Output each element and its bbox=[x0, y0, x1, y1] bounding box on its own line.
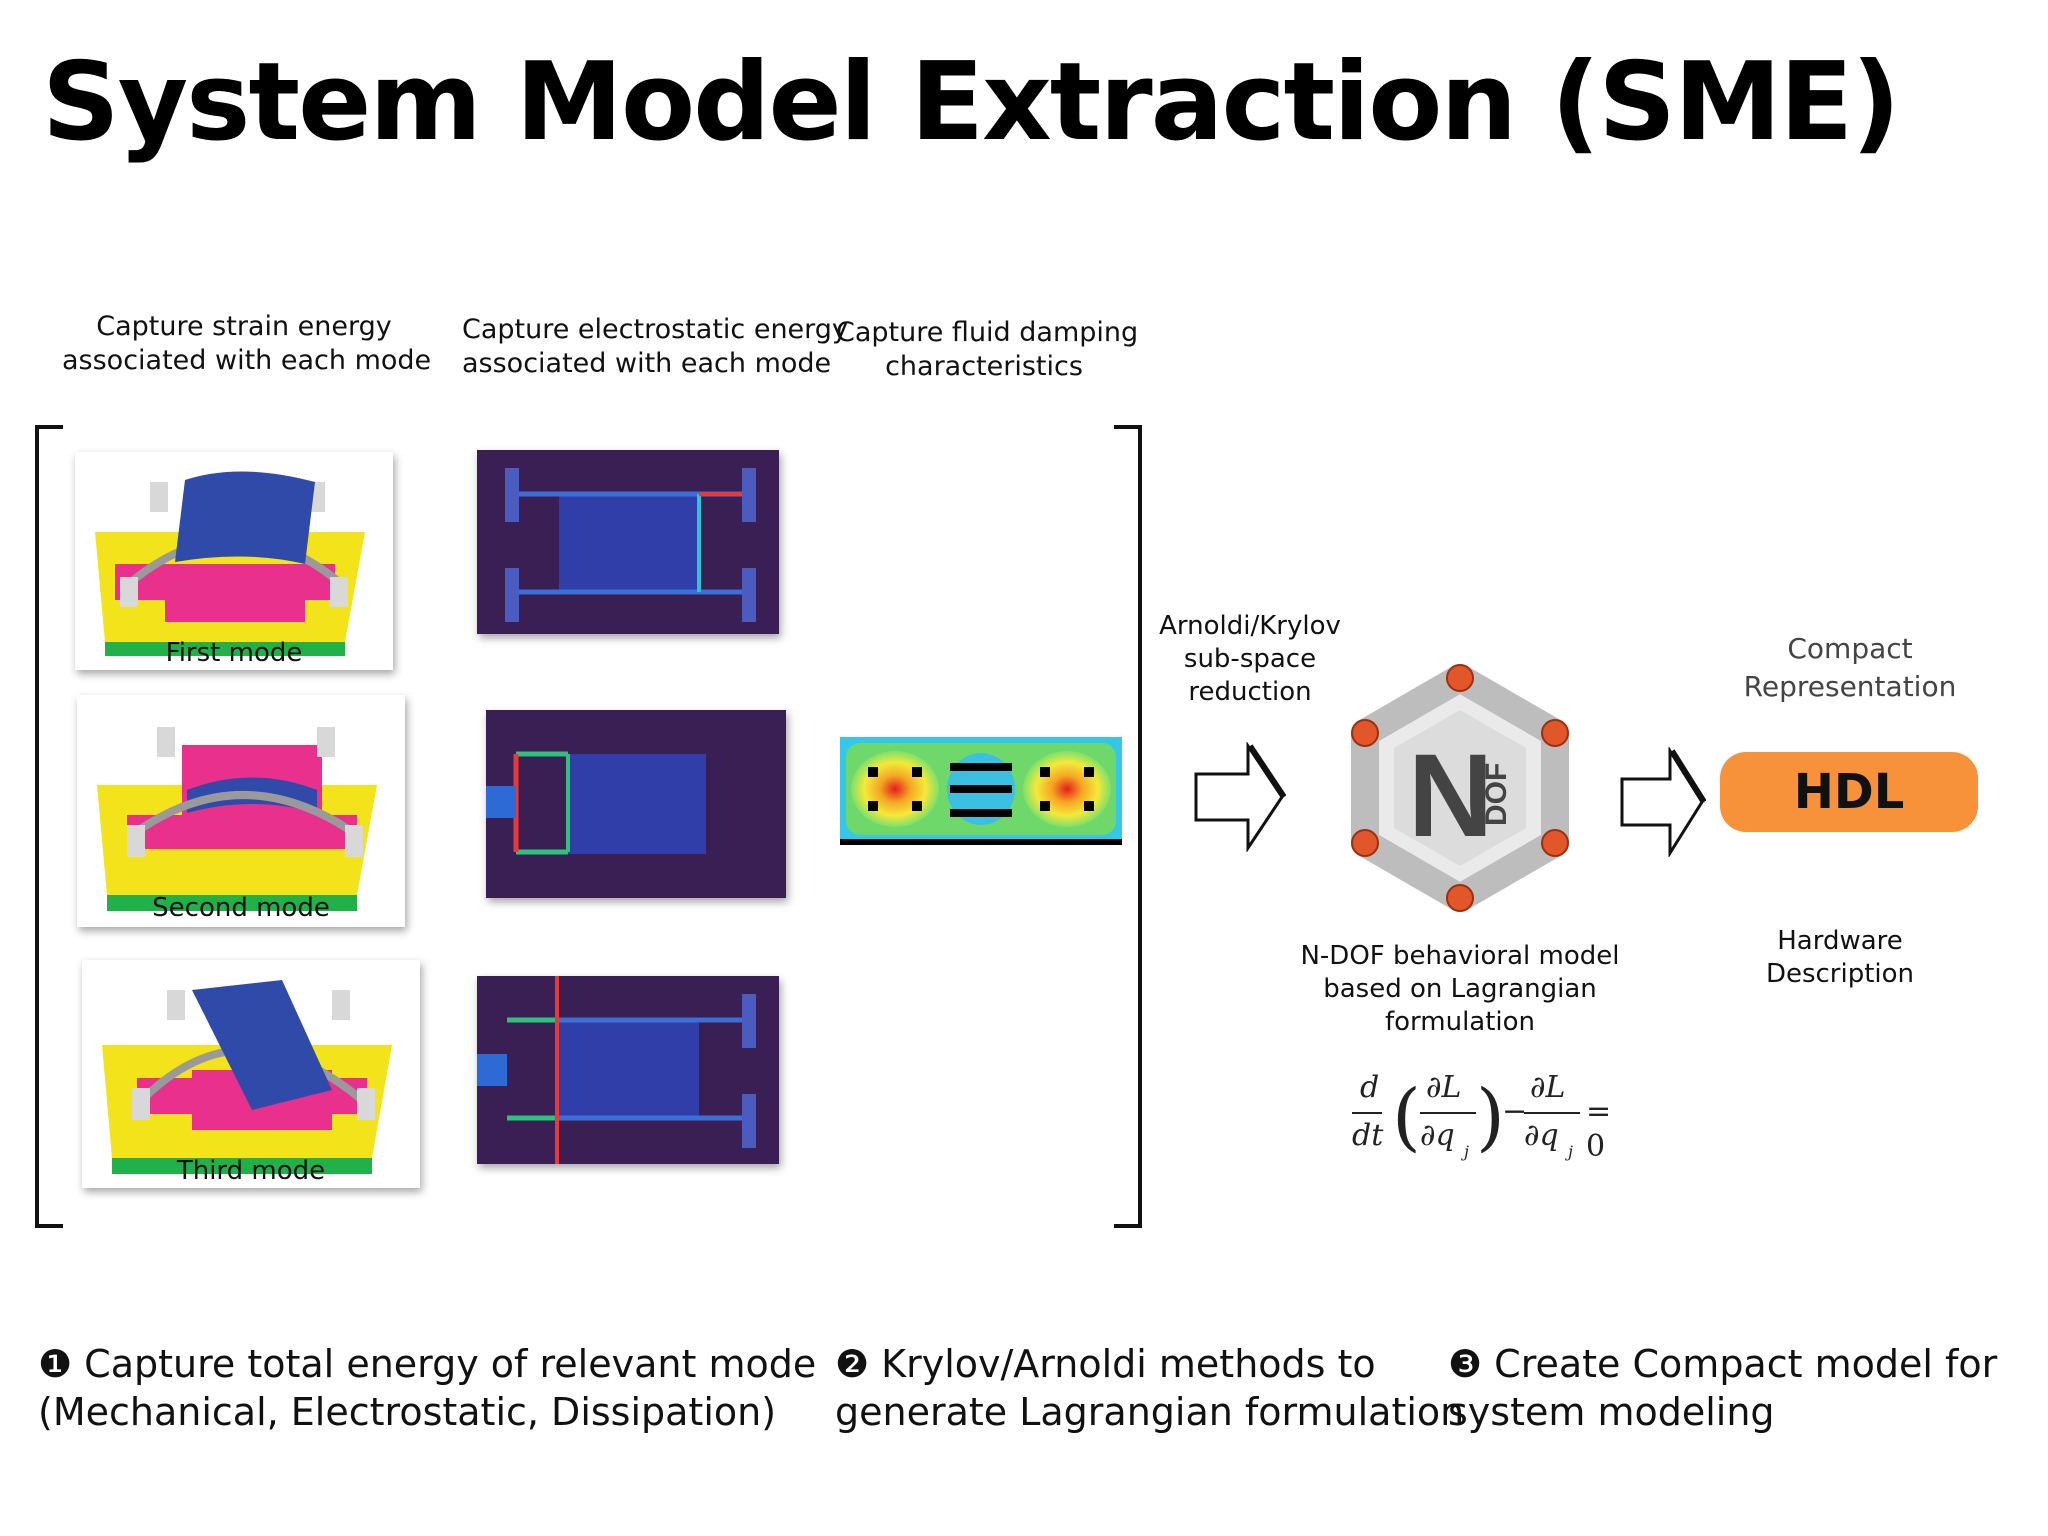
step-1-line-2: (Mechanical, Electrostatic, Dissipation) bbox=[38, 1390, 777, 1434]
lagrange-equation: d dt ( ∂L ∂q j ) − ∂L ∂q j = 0 bbox=[1352, 1070, 1632, 1170]
eq-d: d bbox=[1360, 1070, 1380, 1105]
ndof-description-line-1: N-DOF behavioral model bbox=[1300, 941, 1620, 971]
reduction-line-2: sub-space bbox=[1183, 644, 1317, 674]
step-2-line-2: generate Lagrangian formulation bbox=[835, 1390, 1465, 1434]
caption-electrostatic: Capture electrostatic energy associated … bbox=[462, 313, 848, 381]
eq-dl-1: ∂L bbox=[1426, 1070, 1462, 1105]
page-title: System Model Extraction (SME) bbox=[42, 40, 1901, 165]
compact-line-2: Representation bbox=[1743, 670, 1957, 703]
electrostatic-field-first bbox=[477, 450, 779, 634]
eq-fraction-bar-2 bbox=[1420, 1112, 1476, 1114]
ndof-description: N-DOF behavioral model based on Lagrangi… bbox=[1290, 940, 1630, 1039]
ndof-description-line-3: formulation bbox=[1384, 1007, 1536, 1037]
compact-label: Compact Representation bbox=[1740, 630, 1960, 706]
step-1-marker: ❶ bbox=[38, 1342, 73, 1386]
step-1: ❶ Capture total energy of relevant mode … bbox=[38, 1340, 816, 1436]
left-bracket bbox=[35, 425, 63, 1228]
mode-card-second: Second mode bbox=[77, 695, 405, 927]
electrostatic-field-third bbox=[477, 976, 779, 1164]
eq-rhs: = 0 bbox=[1586, 1094, 1612, 1164]
mems-third-mode-image bbox=[102, 980, 392, 1174]
arrow-right-icon bbox=[1620, 747, 1706, 857]
step-3-line-1: Create Compact model for bbox=[1494, 1342, 1998, 1386]
caption-fluid: Capture fluid damping characteristics bbox=[836, 316, 1139, 384]
step-3-marker: ❸ bbox=[1448, 1342, 1483, 1386]
eq-right-paren: ) bbox=[1476, 1074, 1505, 1160]
caption-fluid-line-2: characteristics bbox=[885, 351, 1083, 382]
compact-line-1: Compact bbox=[1787, 632, 1913, 665]
hardware-label: Hardware Description bbox=[1750, 925, 1930, 991]
step-1-line-1: Capture total energy of relevant mode bbox=[84, 1342, 817, 1386]
svg-text:N: N bbox=[1408, 730, 1493, 862]
mode-label-second: Second mode bbox=[152, 893, 330, 923]
caption-electrostatic-line-2: associated with each mode bbox=[462, 348, 832, 379]
fluid-damping-image bbox=[840, 737, 1122, 845]
caption-strain-line-1: Capture strain energy bbox=[96, 311, 392, 342]
reduction-line-3: reduction bbox=[1188, 677, 1312, 707]
eq-dq-2: ∂q bbox=[1524, 1118, 1559, 1153]
caption-electrostatic-line-1: Capture electrostatic energy bbox=[462, 314, 848, 345]
eq-fraction-bar-1 bbox=[1352, 1112, 1382, 1114]
caption-strain: Capture strain energy associated with ea… bbox=[62, 310, 432, 378]
eq-j-1: j bbox=[1464, 1142, 1469, 1161]
eq-fraction-bar-3 bbox=[1524, 1112, 1580, 1114]
arrow-right-icon bbox=[1194, 742, 1286, 852]
hardware-line-2: Description bbox=[1765, 959, 1915, 989]
caption-strain-line-2: associated with each mode bbox=[62, 345, 432, 376]
mems-first-mode-image bbox=[95, 471, 365, 656]
eq-j-2: j bbox=[1568, 1142, 1573, 1161]
reduction-line-1: Arnoldi/Krylov bbox=[1159, 611, 1341, 641]
electrostatic-field-second bbox=[486, 710, 786, 898]
eq-dl-2: ∂L bbox=[1530, 1070, 1566, 1105]
svg-text:DOF: DOF bbox=[1480, 763, 1513, 826]
step-2-marker: ❷ bbox=[835, 1342, 870, 1386]
step-3: ❸ Create Compact model for system modeli… bbox=[1448, 1340, 1997, 1436]
step-2: ❷ Krylov/Arnoldi methods to generate Lag… bbox=[835, 1340, 1464, 1436]
eq-left-paren: ( bbox=[1392, 1074, 1421, 1160]
mode-card-third: Third mode bbox=[82, 960, 420, 1188]
mode-label-third: Third mode bbox=[176, 1156, 326, 1186]
ndof-logo-icon: N DOF bbox=[1351, 664, 1569, 912]
caption-fluid-line-1: Capture fluid damping bbox=[836, 317, 1139, 348]
mems-second-mode-image bbox=[97, 727, 377, 911]
right-bracket bbox=[1114, 425, 1142, 1228]
eq-dt: dt bbox=[1352, 1118, 1384, 1153]
step-3-line-2: system modeling bbox=[1448, 1390, 1775, 1434]
hdl-badge: HDL bbox=[1720, 752, 1978, 832]
eq-dq-1: ∂q bbox=[1420, 1118, 1455, 1153]
ndof-description-line-2: based on Lagrangian bbox=[1323, 974, 1597, 1004]
mode-label-first: First mode bbox=[165, 638, 303, 668]
mode-card-first: First mode bbox=[75, 452, 393, 670]
eq-minus: − bbox=[1502, 1094, 1528, 1129]
step-2-line-1: Krylov/Arnoldi methods to bbox=[881, 1342, 1376, 1386]
reduction-label: Arnoldi/Krylov sub-space reduction bbox=[1150, 610, 1350, 709]
hardware-line-1: Hardware bbox=[1777, 926, 1903, 956]
